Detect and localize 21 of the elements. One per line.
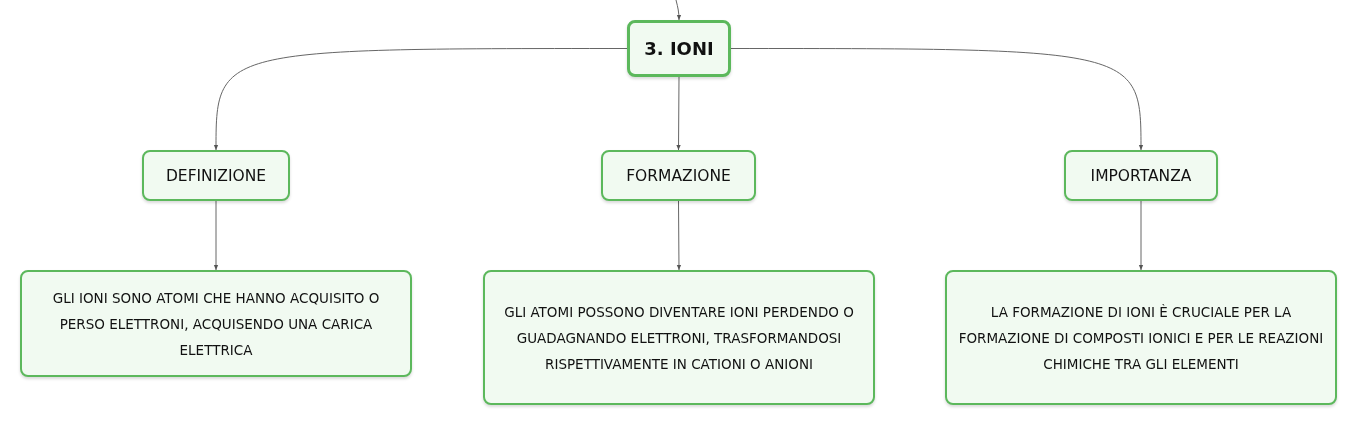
arrow: [213, 48, 628, 151]
subtopic-box: [601, 150, 756, 201]
subtopic-box: [142, 150, 290, 201]
topic-title: 3. IONI: [644, 38, 714, 59]
description-text: GLI ATOMI POSSONO DIVENTARE IONI PERDENDO O GUADAGNANDO ELETTRONI, TRASFORMANDOSI RISPETTIVAMENTE IN CATIONI O ANIONI: [503, 302, 855, 374]
description-text: LA FORMAZIONE DI IONI È CRUCIALE PER LA FORMAZIONE DI COMPOSTI IONICI E PER LE REAZIONI CHIMICHE TRA GLI ELEMENTI: [957, 302, 1325, 374]
arrow: [730, 48, 1144, 151]
subtopic-label: IMPORTANZA: [1090, 166, 1192, 185]
arrow: [676, 76, 681, 151]
subtopic-label: FORMAZIONE: [626, 166, 731, 185]
arrow: [1138, 200, 1144, 271]
description-box: [20, 270, 412, 377]
subtopic-box: [1064, 150, 1218, 201]
arrow: [213, 200, 219, 271]
arrow: [676, 200, 682, 271]
description-box: [945, 270, 1337, 405]
description-text: GLI IONI SONO ATOMI CHE HANNO ACQUISITO O PERSO ELETTRONI, ACQUISENDO UNA CARICA ELETTRICA: [51, 288, 381, 360]
description-box: [483, 270, 875, 405]
topic-box: [627, 20, 731, 77]
subtopic-label: DEFINIZIONE: [165, 166, 267, 185]
arrow: [675, 0, 682, 21]
